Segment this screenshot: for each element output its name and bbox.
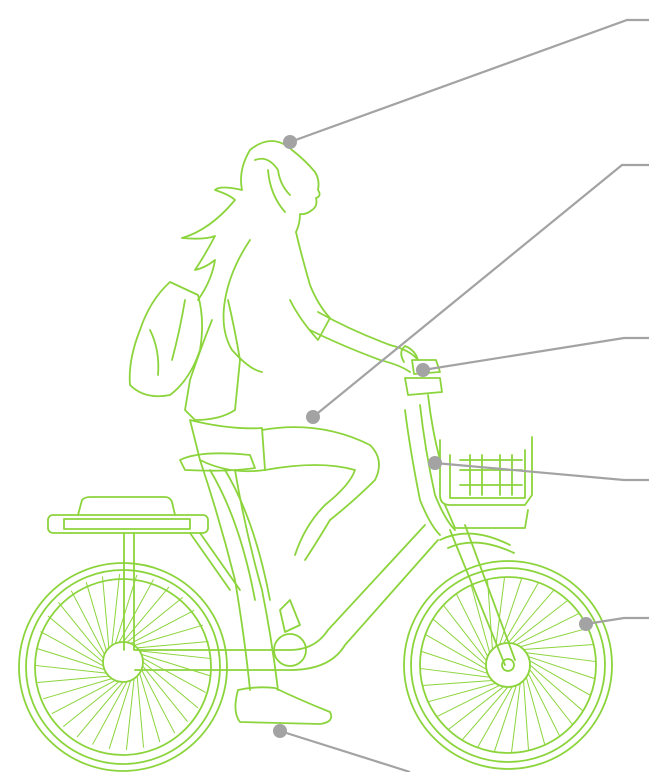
wheel-spoke <box>137 676 143 747</box>
wheel-spoke <box>530 661 591 696</box>
wheel-spoke <box>131 610 195 643</box>
rear-wheel <box>19 563 227 771</box>
wheel-spoke <box>422 681 492 686</box>
wheel-spoke <box>420 668 490 677</box>
wheel-spoke <box>456 594 487 657</box>
front-wheel <box>404 561 612 769</box>
callout-torso <box>306 165 649 424</box>
wheel-spoke <box>52 680 116 713</box>
rider <box>130 141 418 724</box>
wheel-spoke <box>524 681 529 751</box>
wheel-spoke <box>143 658 206 692</box>
wheel-spoke <box>504 582 539 643</box>
wheel-spoke <box>93 682 127 745</box>
wheel-spoke <box>437 685 500 716</box>
wheel-spoke <box>425 635 486 670</box>
callout-handlebar <box>416 338 649 377</box>
wheel-spoke <box>526 653 596 662</box>
wheel-spoke <box>528 673 559 736</box>
wheel-spoke <box>40 632 103 666</box>
wheel-spoke <box>141 670 174 734</box>
bike-frame <box>48 360 532 670</box>
wheel-spoke <box>71 591 104 655</box>
wheel-spoke <box>511 683 520 753</box>
callouts <box>273 20 649 772</box>
callout-pedal <box>273 724 410 772</box>
wheel-spoke <box>102 576 108 647</box>
wheel-spoke <box>37 676 108 682</box>
wheel-spoke <box>516 613 579 644</box>
wheel-spoke <box>137 641 208 647</box>
callout-head <box>283 20 649 149</box>
wheel-spoke <box>524 644 594 649</box>
wheel-spoke <box>478 687 513 748</box>
callout-front-wheel <box>579 617 649 631</box>
